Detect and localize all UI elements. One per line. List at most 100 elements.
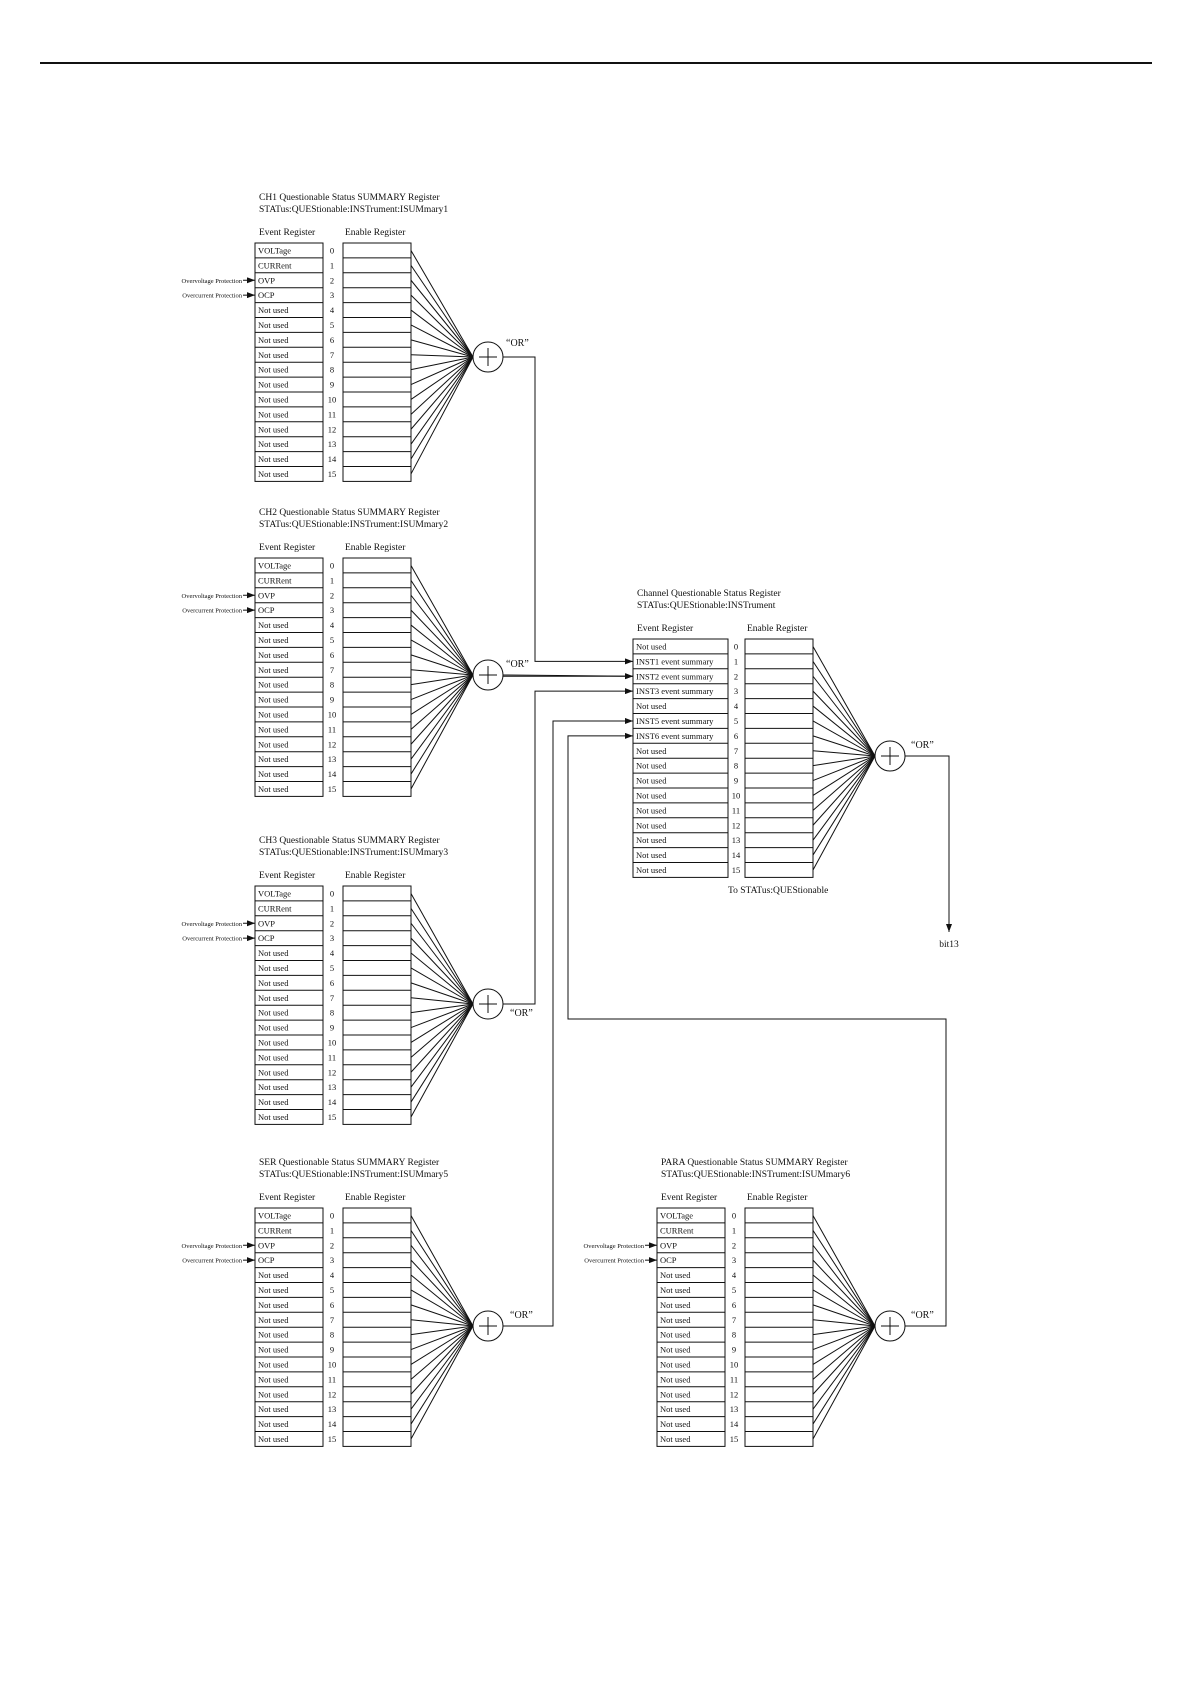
fan-in-line bbox=[812, 755, 876, 796]
event-cell: CURRent bbox=[258, 1225, 292, 1235]
event-cell: Not used bbox=[636, 776, 667, 786]
bit-number: 4 bbox=[330, 948, 335, 958]
fan-in-line bbox=[410, 1325, 474, 1440]
bit-number: 3 bbox=[330, 933, 334, 943]
event-cell: Not used bbox=[258, 1404, 289, 1414]
fan-in-line bbox=[410, 1003, 474, 1103]
event-cell: Not used bbox=[258, 978, 289, 988]
fan-in-line bbox=[410, 922, 474, 1005]
bit-number: 13 bbox=[328, 754, 337, 764]
fan-in-line bbox=[410, 893, 474, 1005]
event-cell: Not used bbox=[258, 948, 289, 958]
register-command: STATus:QUEStionable:INSTrument:ISUMmary5 bbox=[259, 1170, 448, 1180]
bit-number: 5 bbox=[330, 1285, 334, 1295]
event-cell: Not used bbox=[258, 784, 289, 794]
event-cell: OVP bbox=[258, 918, 275, 928]
register-command: STATus:QUEStionable:INSTrument bbox=[637, 601, 776, 611]
bit-number: 15 bbox=[328, 1112, 337, 1122]
bit-number: 2 bbox=[330, 275, 334, 285]
bit-number: 14 bbox=[328, 1419, 337, 1429]
enable-register-header: Enable Register bbox=[345, 228, 406, 238]
fan-in-line bbox=[812, 1244, 876, 1327]
or-label: “OR” bbox=[911, 740, 934, 751]
fan-in-line bbox=[410, 356, 474, 415]
to-questionable-label: To STATus:QUEStionable bbox=[728, 886, 828, 896]
ser-summary-connector bbox=[503, 717, 633, 1327]
enable-register-header: Enable Register bbox=[747, 1193, 808, 1203]
event-cell: Not used bbox=[258, 1038, 289, 1048]
bit-number: 13 bbox=[328, 439, 337, 449]
fan-in-line bbox=[410, 1003, 474, 1043]
bit-number: 5 bbox=[330, 320, 334, 330]
bit-number: 11 bbox=[328, 724, 336, 734]
event-cell: INST6 event summary bbox=[636, 731, 714, 741]
register-title: CH2 Questionable Status SUMMARY Register bbox=[259, 508, 441, 518]
event-cell: Not used bbox=[660, 1315, 691, 1325]
fan-in-line bbox=[410, 674, 474, 715]
event-cell: Not used bbox=[258, 380, 289, 390]
fan-in-line bbox=[812, 755, 876, 841]
bit-number: 13 bbox=[730, 1404, 739, 1414]
bit-number: 2 bbox=[732, 1240, 736, 1250]
fan-in-line bbox=[812, 755, 876, 767]
or-label: “OR” bbox=[510, 1008, 533, 1019]
fan-in-line bbox=[410, 1003, 474, 1058]
fan-in-line bbox=[410, 669, 474, 676]
event-cell: VOLTage bbox=[258, 1211, 291, 1221]
fan-in-line bbox=[410, 356, 474, 475]
event-cell: INST3 event summary bbox=[636, 686, 714, 696]
bit-number: 3 bbox=[330, 605, 334, 615]
overcurrent-protection-label: Overcurrent Protection bbox=[584, 1258, 644, 1265]
fan-in-line bbox=[410, 674, 474, 790]
fan-in-line bbox=[410, 1325, 474, 1365]
fan-in-line bbox=[410, 982, 474, 1005]
event-cell: Not used bbox=[258, 739, 289, 749]
event-cell: Not used bbox=[660, 1270, 691, 1280]
bit-number: 2 bbox=[330, 1240, 334, 1250]
event-cell: OVP bbox=[258, 590, 275, 600]
event-cell: Not used bbox=[660, 1360, 691, 1370]
event-cell: Not used bbox=[636, 805, 667, 815]
event-cell: CURRent bbox=[660, 1225, 694, 1235]
bit-number: 4 bbox=[330, 305, 335, 315]
ch3-summary-connector bbox=[503, 688, 633, 1005]
fan-in-line bbox=[410, 674, 474, 701]
or-label: “OR” bbox=[911, 1310, 934, 1321]
bit-number: 2 bbox=[330, 918, 334, 928]
bit-number: 14 bbox=[328, 1097, 337, 1107]
fan-in-line bbox=[410, 952, 474, 1005]
fan-in-line bbox=[812, 1325, 876, 1351]
event-cell: OVP bbox=[258, 1240, 275, 1250]
fan-in-line bbox=[410, 1304, 474, 1327]
event-cell: Not used bbox=[636, 701, 667, 711]
bit-number: 0 bbox=[330, 1211, 334, 1221]
bit-number: 3 bbox=[330, 1255, 334, 1265]
bit-number: 12 bbox=[328, 1389, 337, 1399]
bit-number: 9 bbox=[330, 1023, 334, 1033]
fan-in-line bbox=[410, 279, 474, 358]
ch1-summary-connector bbox=[503, 356, 633, 665]
bit-number: 0 bbox=[734, 642, 738, 652]
fan-in-line bbox=[812, 1289, 876, 1327]
bit-number: 3 bbox=[330, 290, 334, 300]
fan-in-line bbox=[410, 1003, 474, 1014]
register-command: STATus:QUEStionable:INSTrument:ISUMmary6 bbox=[661, 1170, 850, 1180]
bit-number: 0 bbox=[732, 1211, 736, 1221]
fan-in-line bbox=[410, 1325, 474, 1410]
bit-number: 7 bbox=[330, 350, 334, 360]
fan-in-line bbox=[410, 1215, 474, 1327]
bit-number: 14 bbox=[328, 769, 337, 779]
bit-number: 7 bbox=[330, 665, 334, 675]
fan-in-line bbox=[812, 1325, 876, 1336]
fan-in-line bbox=[410, 1003, 474, 1118]
bit-number: 12 bbox=[328, 424, 337, 434]
event-register-header: Event Register bbox=[661, 1193, 718, 1203]
bit-number: 12 bbox=[328, 1067, 337, 1077]
enable-register-header: Enable Register bbox=[345, 871, 406, 881]
event-cell: Not used bbox=[636, 865, 667, 875]
fan-in-line bbox=[410, 674, 474, 686]
bit-number: 11 bbox=[328, 1052, 336, 1062]
enable-register-header: Enable Register bbox=[747, 624, 808, 634]
fan-in-line bbox=[812, 1274, 876, 1327]
